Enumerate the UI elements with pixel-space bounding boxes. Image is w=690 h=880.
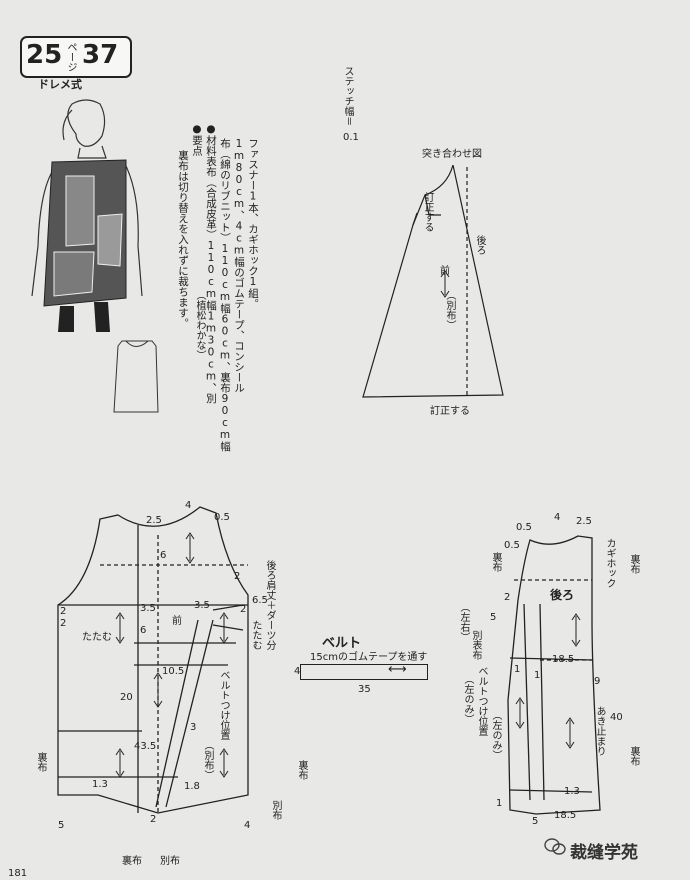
page-kana: ページ xyxy=(65,42,76,72)
bp-2-5: 2.5 xyxy=(576,516,592,527)
bp-belt-pos: ベルトつけ位置 xyxy=(476,666,487,736)
key-col: ●要点 xyxy=(190,123,203,156)
fp-43-5: 43.5 xyxy=(134,741,157,752)
bp-18-5b: 18.5 xyxy=(554,810,577,821)
author: （植松わかな） xyxy=(194,290,205,360)
tsukiawase-betsununo: （別布） xyxy=(444,290,455,330)
key-text: 裏布は切り替えを入れずに裁ちます。 xyxy=(177,150,189,329)
page-badge: 25 ページ 37 xyxy=(20,36,132,78)
fp-lining-r: 裏布 xyxy=(296,760,307,780)
fp-3: 3 xyxy=(190,722,197,733)
belt-rect xyxy=(300,664,428,680)
fp-2d: 2 xyxy=(60,618,67,629)
bp-0-5a: 0.5 xyxy=(516,522,532,533)
belt-length: 35 xyxy=(358,684,371,695)
fp-tatamu-l: たたむ xyxy=(82,632,112,643)
bp-1a: 1 xyxy=(514,664,521,675)
page-number: 25 xyxy=(26,40,63,70)
back-pattern xyxy=(507,535,601,815)
bp-1-3: 1.3 xyxy=(564,786,580,797)
bp-1b: 1 xyxy=(534,670,541,681)
tsukiawase-back: 後ろ xyxy=(474,235,485,255)
fp-bessu-r: 別布 xyxy=(270,800,281,820)
bp-left-right: （左右） xyxy=(458,602,469,642)
fp-lining-b: 裏布 xyxy=(122,856,142,867)
bp-hook: カギホック xyxy=(604,538,615,588)
fp-back-dart: 後ろ肩丈＋ダーツ分 xyxy=(264,560,275,650)
fp-betsununo: （別布） xyxy=(202,740,213,780)
bp-4: 4 xyxy=(554,512,561,523)
materials-col1: ●材料表布（合成皮革）110cm幅1m30cm、別 xyxy=(204,123,217,404)
fp-bessu-b: 別布 xyxy=(160,856,180,867)
design-number: 37 xyxy=(82,40,119,70)
wechat-icon xyxy=(544,838,566,855)
belt-title: ベルト xyxy=(322,636,362,651)
front-pattern xyxy=(57,506,249,814)
fp-belt-pos: ベルトつけ位置 xyxy=(218,670,229,740)
fp-front: 前 xyxy=(172,616,182,627)
belt-note: 15cmのゴムテープを通す xyxy=(310,652,428,663)
tsukiawase-diagram xyxy=(362,165,504,398)
bp-left-only-b: （左のみ） xyxy=(490,710,501,760)
bp-lining-tr: 裏布 xyxy=(628,554,639,574)
bullet-key: ● xyxy=(191,123,203,135)
bullet-mat: ● xyxy=(205,123,217,135)
materials-line1: 表布（合成皮革）110cm幅1m30cm、別 xyxy=(205,156,217,404)
bp-back: 後ろ xyxy=(550,588,575,602)
fp-tatamu-r: たたむ xyxy=(250,620,261,650)
fp-4: 4 xyxy=(185,500,192,511)
fp-2b: 2 xyxy=(240,604,247,615)
fp-6-5: 6.5 xyxy=(252,595,268,606)
fp-5: 5 xyxy=(58,820,65,831)
bp-9: 9 xyxy=(594,676,601,687)
bp-lining-r: 裏布 xyxy=(628,746,639,766)
fp-1-3: 1.3 xyxy=(92,779,108,790)
page-footer-number: 181 xyxy=(8,868,28,879)
fp-20: 20 xyxy=(120,692,133,703)
bp-0-5b: 0.5 xyxy=(504,540,520,551)
bp-5: 5 xyxy=(490,612,497,623)
bp-5b: 5 xyxy=(532,816,539,827)
belt-height: 4 xyxy=(294,666,301,677)
materials-line4: ファスナー1本、カギホック1組。 xyxy=(247,138,259,309)
fp-2e: 2 xyxy=(150,814,157,825)
fp-2c: 2 xyxy=(60,606,67,617)
fp-1-8: 1.8 xyxy=(184,781,200,792)
bp-40: 40 xyxy=(610,712,623,723)
fp-10-5: 10.5 xyxy=(162,666,185,677)
stitch-label: ステッチ幅＝ xyxy=(342,66,353,126)
fp-4b: 4 xyxy=(244,820,251,831)
bp-ake: あき止まり xyxy=(594,706,605,756)
tsukiawase-cut-top: 訂正する xyxy=(422,192,433,232)
model-illustration xyxy=(31,99,159,413)
belt-arrow-icon: ⟷ xyxy=(388,662,407,677)
fp-2-5: 2.5 xyxy=(146,515,162,526)
bp-lining-tl: 裏布 xyxy=(490,552,501,572)
bp-betsu-omote: 別表布 xyxy=(470,630,481,660)
tsukiawase-title: 突き合わせ図 xyxy=(422,149,482,160)
bp-left-only-a: （左のみ） xyxy=(462,674,473,724)
bp-2: 2 xyxy=(504,592,511,603)
watermark: 裁缝学苑 xyxy=(570,843,638,863)
fp-6: 6 xyxy=(160,550,167,561)
fp-3-5b: 3.5 xyxy=(194,600,210,611)
badge-subtitle: ドレメ式 xyxy=(38,78,82,91)
fp-2a: 2 xyxy=(234,571,241,582)
tsukiawase-cut-bottom: 訂正する xyxy=(430,406,470,417)
tsukiawase-front: 前 xyxy=(440,266,450,277)
materials-line2: 布（綿のリブニット）110cm幅60cm、裏布90cm幅 xyxy=(219,138,231,452)
fp-3-5a: 3.5 xyxy=(140,603,156,614)
bp-18-5a: 18.5 xyxy=(552,654,575,665)
fp-0-5: 0.5 xyxy=(214,512,230,523)
fp-6b: 6 xyxy=(140,625,147,636)
bp-1c: 1 xyxy=(496,798,503,809)
materials-line3: 1m80cm、4cm幅のゴムテープ、コンシール xyxy=(233,138,245,393)
fp-lining-l: 裏布 xyxy=(35,752,46,772)
stitch-value: 0.1 xyxy=(343,132,359,143)
key-heading: 要点 xyxy=(191,135,203,156)
materials-heading: 材料 xyxy=(205,135,217,156)
